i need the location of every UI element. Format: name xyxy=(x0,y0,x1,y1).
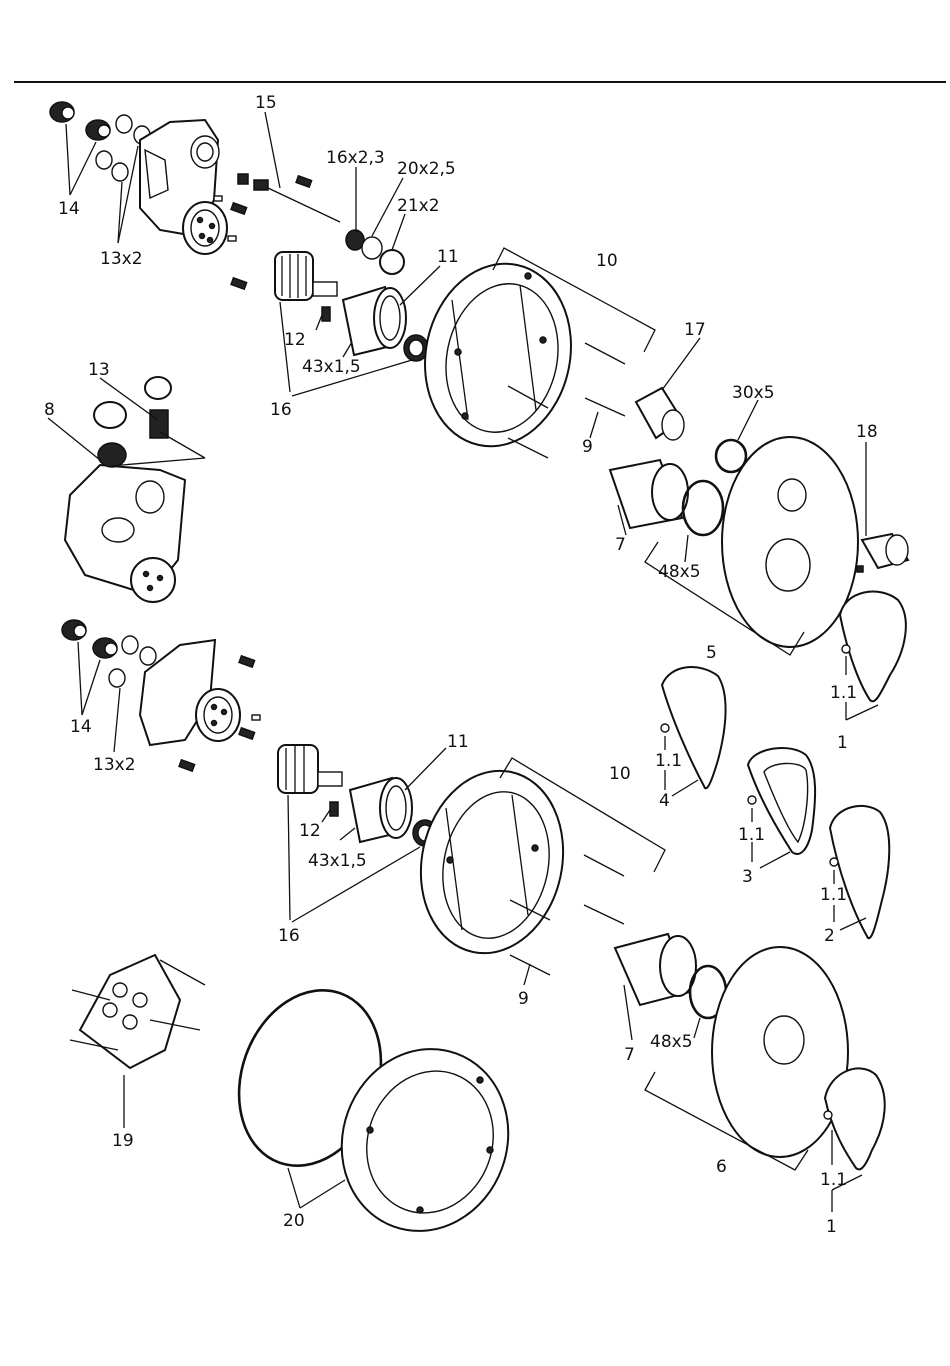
label-19: 19 xyxy=(112,1131,134,1151)
part-3-lever xyxy=(748,748,815,868)
label-43x1-5-lower: 43x1,5 xyxy=(308,851,367,871)
part-14-fittings-upper xyxy=(50,102,110,195)
label-17: 17 xyxy=(684,320,706,340)
label-6: 6 xyxy=(716,1157,727,1177)
label-12: 12 xyxy=(284,330,306,350)
label-3: 3 xyxy=(742,867,753,887)
label-9: 9 xyxy=(582,437,593,457)
label-1-1-lower: 1.1 xyxy=(820,1170,847,1190)
label-1: 1 xyxy=(837,733,848,753)
label-48x5-lower: 48x5 xyxy=(650,1032,693,1052)
label-11: 11 xyxy=(437,247,459,267)
label-1-lower: 1 xyxy=(826,1217,837,1237)
label-9-lower: 9 xyxy=(518,989,529,1009)
label-2: 2 xyxy=(824,926,835,946)
label-43x1-5: 43x1,5 xyxy=(302,357,361,377)
label-15: 15 xyxy=(255,93,277,113)
part-10-frame-upper xyxy=(408,248,655,460)
label-30x5: 30x5 xyxy=(732,383,775,403)
label-7: 7 xyxy=(615,535,626,555)
label-10: 10 xyxy=(596,251,618,271)
part-1-lever-lower xyxy=(824,1068,885,1212)
label-48x5: 48x5 xyxy=(658,562,701,582)
label-7-lower: 7 xyxy=(624,1045,635,1065)
part-7-knob-upper xyxy=(610,460,688,535)
part-18-cap xyxy=(857,442,908,572)
label-13x2-lower: 13x2 xyxy=(93,755,136,775)
part-20-seal-flange xyxy=(215,970,533,1254)
label-4: 4 xyxy=(659,791,670,811)
label-13: 13 xyxy=(88,360,110,380)
part-15-spindle xyxy=(238,112,340,222)
upper-assembly xyxy=(48,102,908,720)
part-4-lever xyxy=(661,667,726,796)
label-1-1-lever2: 1.1 xyxy=(820,885,847,905)
label-1-1-lever3: 1.1 xyxy=(738,825,765,845)
label-1-1-lever4: 1.1 xyxy=(655,751,682,771)
label-16x2-3: 16x2,3 xyxy=(326,148,385,168)
part-7-knob-lower xyxy=(615,934,696,1040)
label-21x2: 21x2 xyxy=(397,196,440,216)
label-14: 14 xyxy=(58,199,80,219)
label-18: 18 xyxy=(856,422,878,442)
label-12-lower: 12 xyxy=(299,821,321,841)
label-11-lower: 11 xyxy=(447,732,469,752)
label-20: 20 xyxy=(283,1211,305,1231)
label-5: 5 xyxy=(706,643,717,663)
valve-body-upper xyxy=(140,120,227,254)
part-16-cartridge-upper xyxy=(275,252,337,321)
label-1-1: 1.1 xyxy=(830,683,857,703)
part-10-frame-lower xyxy=(404,757,665,966)
valve-body-variant xyxy=(48,377,205,602)
label-16: 16 xyxy=(270,400,292,420)
part-2-lever xyxy=(830,806,889,938)
part-17-extension xyxy=(636,338,700,440)
label-13x2: 13x2 xyxy=(100,249,143,269)
lower-assembly xyxy=(62,620,889,1254)
oring-48x5-upper xyxy=(683,481,723,535)
part-19-mounting-frame xyxy=(70,955,205,1128)
label-16-lower: 16 xyxy=(278,926,300,946)
label-8: 8 xyxy=(44,400,55,420)
part-seal-insert xyxy=(346,167,405,274)
valve-body-lower xyxy=(140,640,260,771)
label-14-lower: 14 xyxy=(70,717,92,737)
label-20x2-5: 20x2,5 xyxy=(397,159,456,179)
label-10-lower: 10 xyxy=(609,764,631,784)
part-14-fittings-lower xyxy=(62,620,117,715)
